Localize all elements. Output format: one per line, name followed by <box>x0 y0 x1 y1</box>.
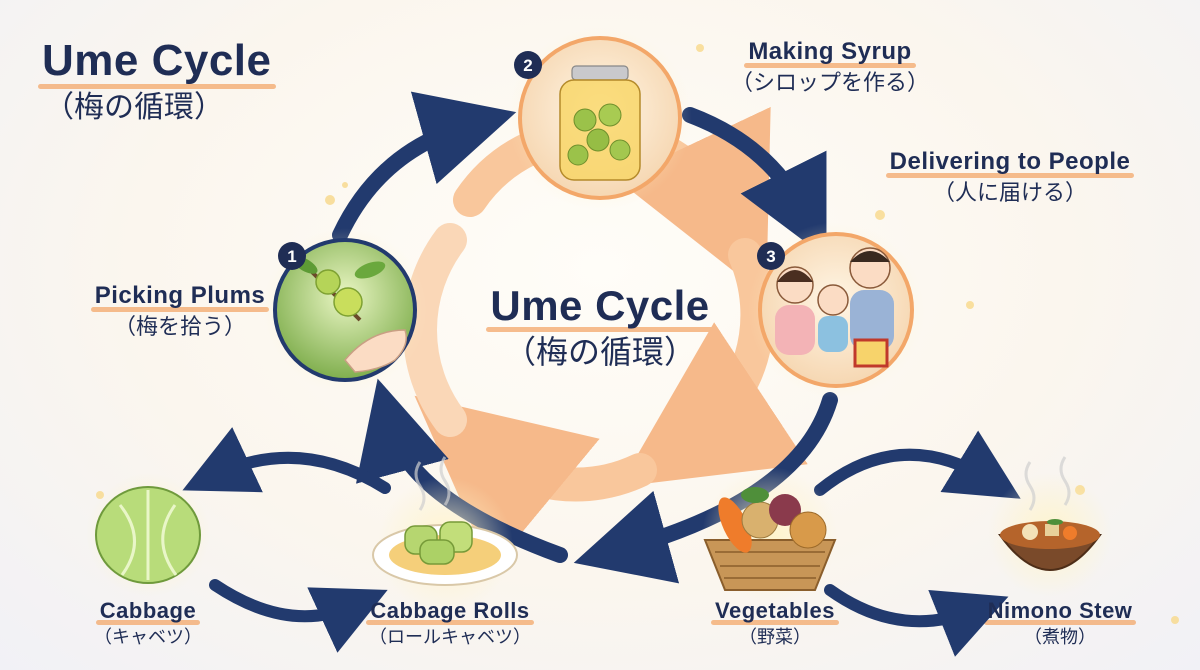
cabbage-rolls-label: Cabbage Rolls （ロールキャベツ） <box>345 598 555 648</box>
step-1-number-badge: 1 <box>278 242 306 270</box>
step-2-number: 2 <box>523 56 532 75</box>
step-3-number-badge: 3 <box>757 242 785 270</box>
cabbage-rolls-icon <box>372 456 518 613</box>
step-3-family-illustration <box>748 222 924 398</box>
nimono-stew-label-en: Nimono Stew <box>983 598 1137 626</box>
branch-arrows <box>182 427 1021 657</box>
cabbage-label: Cabbage （キャベツ） <box>68 598 228 648</box>
step-2-syrup-jar-illustration <box>508 26 692 210</box>
vegetables-label: Vegetables （野菜） <box>690 598 860 648</box>
step-3-label: Delivering to People （人に届ける） <box>860 148 1160 205</box>
vegetable-basket-icon <box>702 467 838 603</box>
step-1-label-en: Picking Plums <box>90 282 270 312</box>
nimono-stew-label: Nimono Stew （煮物） <box>965 598 1155 648</box>
cabbage-label-en: Cabbage <box>95 598 201 626</box>
vegetables-label-ja: （野菜） <box>739 627 811 648</box>
nimono-stew-label-ja: （煮物） <box>1024 627 1096 648</box>
step-2-label-en: Making Syrup <box>744 38 917 68</box>
center-title: Ume Cycle （梅の循環） <box>460 282 740 371</box>
step-3-number: 3 <box>766 247 775 266</box>
step-1-label-ja: （梅を拾う） <box>113 313 246 339</box>
diagram-title: Ume Cycle （梅の循環） <box>38 36 276 125</box>
center-title-ja: （梅の循環） <box>503 334 696 371</box>
cabbage-label-ja: （キャベツ） <box>94 627 202 648</box>
step-1-label: Picking Plums （梅を拾う） <box>80 282 280 339</box>
cabbage-icon <box>86 473 210 597</box>
step-2-label: Making Syrup （シロップを作る） <box>710 38 950 95</box>
step-1-number: 1 <box>287 247 296 266</box>
step-2-label-ja: （シロップを作る） <box>730 69 929 95</box>
center-title-en: Ume Cycle <box>486 282 714 333</box>
cabbage-rolls-label-ja: （ロールキャベツ） <box>369 627 531 648</box>
step-1-picking-plums-illustration <box>263 228 427 392</box>
diagram-title-ja: （梅の循環） <box>44 90 224 124</box>
vegetables-label-en: Vegetables <box>711 598 839 626</box>
stew-bowl-icon <box>988 456 1112 597</box>
step-3-label-en: Delivering to People <box>885 148 1135 178</box>
step-3-label-ja: （人に届ける） <box>932 179 1087 205</box>
step-2-number-badge: 2 <box>514 51 542 79</box>
cabbage-rolls-label-en: Cabbage Rolls <box>366 598 534 626</box>
diagram-title-en: Ume Cycle <box>38 36 276 89</box>
